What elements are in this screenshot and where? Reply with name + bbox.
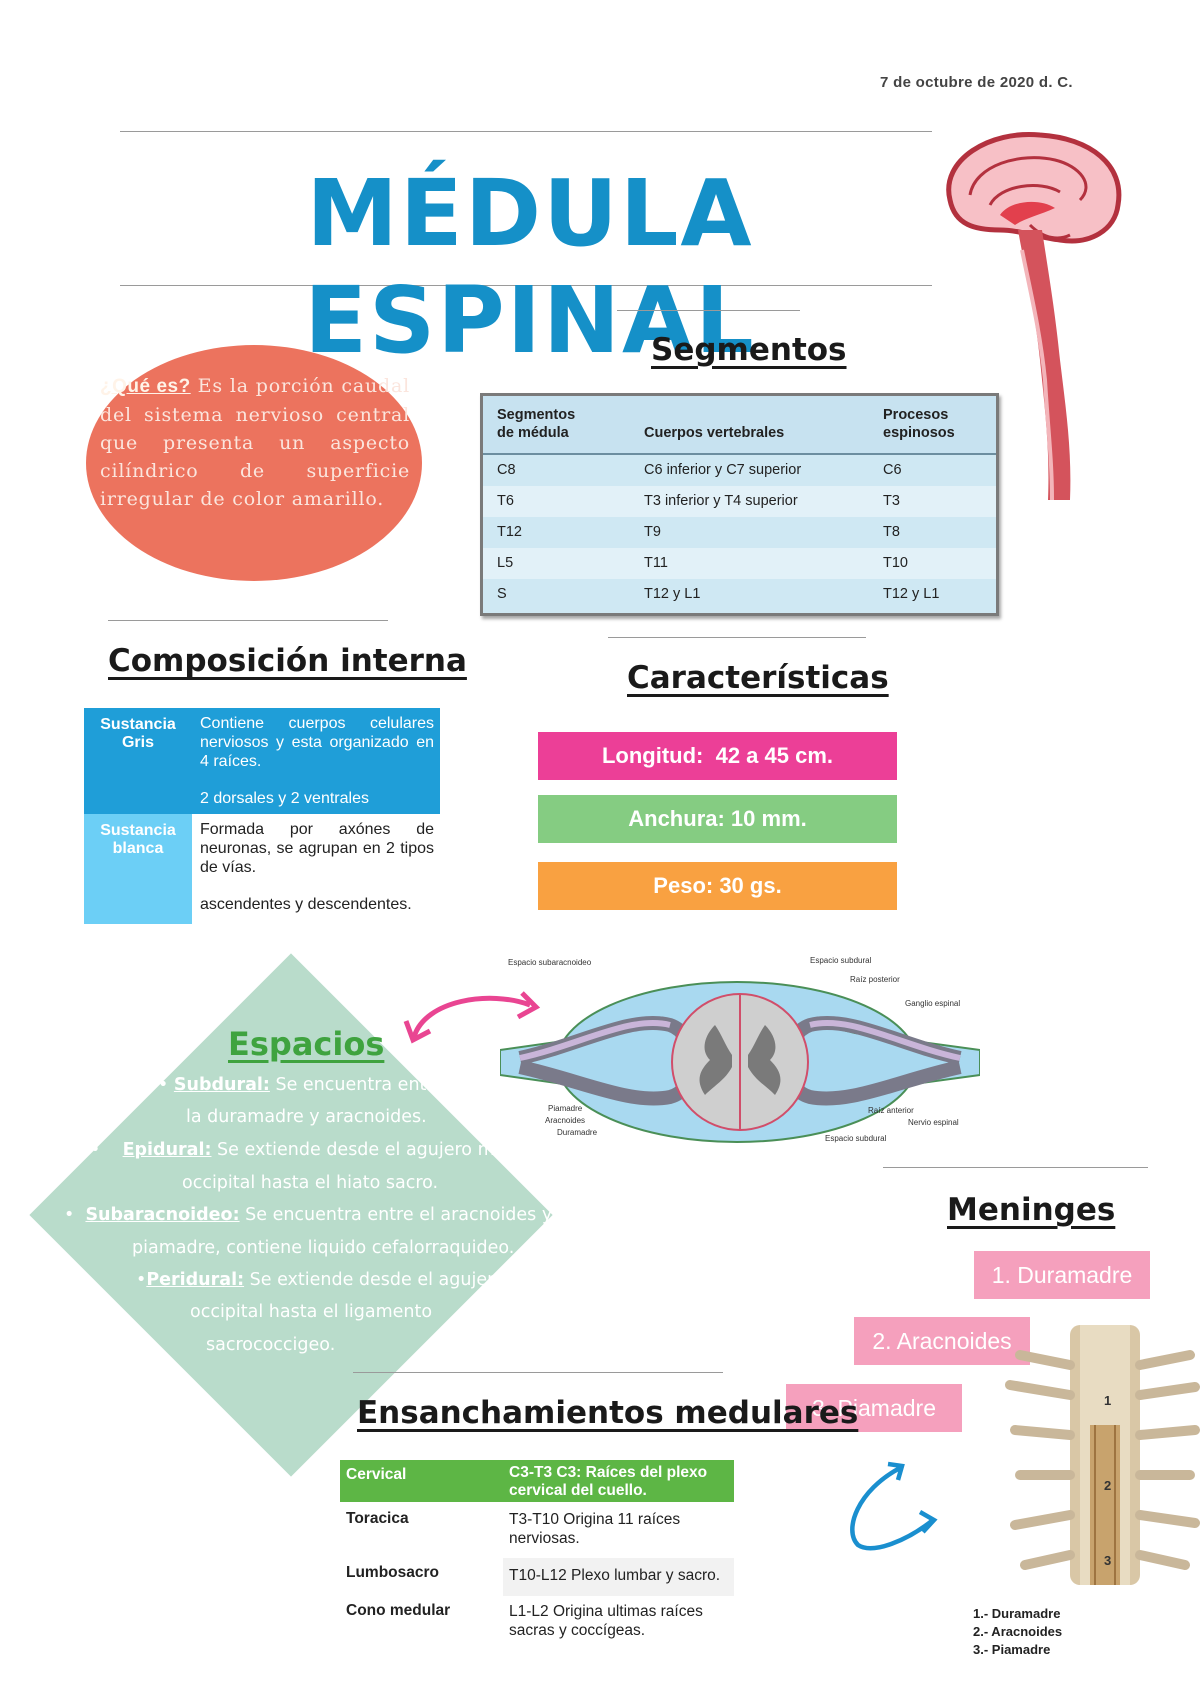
definition-oval — [86, 345, 422, 581]
table-row: T12 T9 T8 — [497, 524, 900, 540]
table-row: Toracica T3-T10 Origina 11 raíces nervio… — [346, 1510, 681, 1547]
definition-body: Es la porción caudal del sistema nervios… — [100, 375, 410, 510]
spaces-title: Espacios — [228, 1025, 385, 1063]
title-bottom-rule — [120, 285, 932, 286]
curved-arrows-icon — [850, 1461, 938, 1551]
segments-header-col3: Procesos espinosos — [883, 407, 955, 441]
composition-white-row: Sustancia blanca Formada por axónes de n… — [84, 814, 440, 924]
meninges-item-duramadre: 1. Duramadre — [974, 1251, 1150, 1299]
meninges-spinal-cord-illustration: 1 2 3 — [1005, 1325, 1200, 1585]
peridural-line-c: sacrococcigeo. — [206, 1335, 336, 1355]
table-row: S T12 y L1 T12 y L1 — [497, 586, 940, 602]
segments-rule — [617, 310, 800, 311]
weight-bar: Peso: 30 gs. — [538, 862, 897, 910]
diagram-label-posterior-root: Raíz posterior — [850, 975, 900, 984]
date-label: 7 de octubre de 2020 d. C. — [880, 74, 1073, 91]
meninges-rule — [883, 1167, 1148, 1168]
length-bar: Longitud: 42 a 45 cm. — [538, 732, 897, 780]
meninges-title: Meninges — [947, 1192, 1116, 1228]
enlargements-title: Ensanchamientos medulares — [357, 1395, 859, 1431]
meninges-item-aracnoides: 2. Aracnoides — [854, 1317, 1030, 1365]
segments-table: Segmentos de médula Cuerpos vertebrales … — [480, 393, 999, 616]
table-row: Lumbosacro T10-L12 Plexo lumbar y sacro. — [340, 1558, 734, 1596]
table-row: Cono medular L1-L2 Origina ultimas raíce… — [346, 1602, 703, 1639]
segments-title: Segmentos — [651, 332, 847, 368]
diagram-label-spinal-nerve: Nervio espinal — [908, 1118, 959, 1127]
table-row: C8 C6 inferior y C7 superior C6 — [497, 462, 902, 478]
definition-question: ¿Qué es? — [100, 376, 191, 397]
segments-header-col2: Cuerpos vertebrales — [644, 425, 785, 441]
title-top-rule — [120, 131, 932, 132]
diagram-label-subarachnoid: Espacio subaracnoideo — [508, 958, 592, 967]
subdural-line-b: la duramadre y aracnoides. — [186, 1107, 427, 1127]
gray-matter-label: Sustancia Gris — [100, 716, 176, 751]
white-matter-text: Formada por axónes de neuronas, se agrup… — [200, 821, 434, 913]
spinal-cord-cross-section-diagram: Espacio subaracnoideo Espacio subdural R… — [500, 956, 980, 1143]
table-row: Cervical C3-T3 C3: Raíces del plexo cerv… — [340, 1460, 734, 1502]
diagram-label-piamadre: Piamadre — [548, 1104, 583, 1113]
figure-number-3: 3 — [1104, 1553, 1111, 1568]
epidural-line-a: • Epidural: Se extiende desde el agujero… — [90, 1140, 539, 1160]
segments-header-col1: Segmentos de médula — [497, 407, 576, 441]
table-row: L5 T11 T10 — [483, 548, 996, 579]
definition-text: ¿Qué es? Es la porción caudal del sistem… — [100, 372, 410, 513]
subarachnoid-line-b: piamadre, contiene liquido cefalorraquid… — [132, 1238, 515, 1258]
composition-table: Sustancia Gris Contiene cuerpos celulare… — [84, 708, 440, 924]
composition-rule — [108, 620, 388, 621]
diagram-label-duramadre: Duramadre — [557, 1128, 598, 1137]
width-bar: Anchura: 10 mm. — [538, 795, 897, 843]
subarachnoid-line-a: • Subaracnoideo: Se encuentra entre el a… — [64, 1205, 574, 1225]
diagram-label-subdural-bottom: Espacio subdural — [825, 1134, 887, 1143]
diagram-label-spinal-ganglion: Ganglio espinal — [905, 999, 960, 1008]
enlargements-table: Cervical C3-T3 C3: Raíces del plexo cerv… — [340, 1460, 734, 1644]
composition-title: Composición interna — [108, 643, 467, 679]
double-arrow-icon — [403, 991, 541, 1044]
figure-number-1: 1 — [1104, 1393, 1111, 1408]
characteristics-title: Características — [627, 660, 889, 696]
brain-spinal-cord-illustration — [946, 131, 1122, 501]
page-title: MÉDULA ESPINAL — [304, 160, 756, 374]
segments-table-header: Segmentos de médula Cuerpos vertebrales … — [483, 396, 996, 455]
diagram-label-subdural-top: Espacio subdural — [810, 956, 872, 965]
meninges-item-piamadre: 3. Piamadre — [786, 1384, 962, 1432]
diagram-label-anterior-root: Raíz anterior — [868, 1106, 914, 1115]
meninges-legend: 1.- Duramadre 2.- Aracnoides 3.- Piamadr… — [973, 1606, 1063, 1657]
epidural-line-b: occipital hasta el hiato sacro. — [182, 1173, 439, 1193]
subdural-line-a: • Subdural: Se encuentra entre — [158, 1075, 444, 1095]
composition-gray-row: Sustancia Gris Contiene cuerpos celulare… — [84, 708, 440, 814]
peridural-line-a: •Peridural: Se extiende desde el agujero — [136, 1270, 505, 1290]
characteristics-rule — [608, 637, 866, 638]
gray-matter-text: Contiene cuerpos celulares nerviosos y e… — [200, 715, 434, 807]
white-matter-label: Sustancia blanca — [84, 814, 192, 924]
figure-number-2: 2 — [1104, 1478, 1111, 1493]
peridural-line-b: occipital hasta el ligamento — [190, 1302, 433, 1322]
enlargements-rule — [353, 1372, 723, 1373]
table-row: T6 T3 inferior y T4 superior T3 — [483, 486, 996, 517]
diagram-label-aracnoides: Aracnoides — [545, 1116, 585, 1125]
